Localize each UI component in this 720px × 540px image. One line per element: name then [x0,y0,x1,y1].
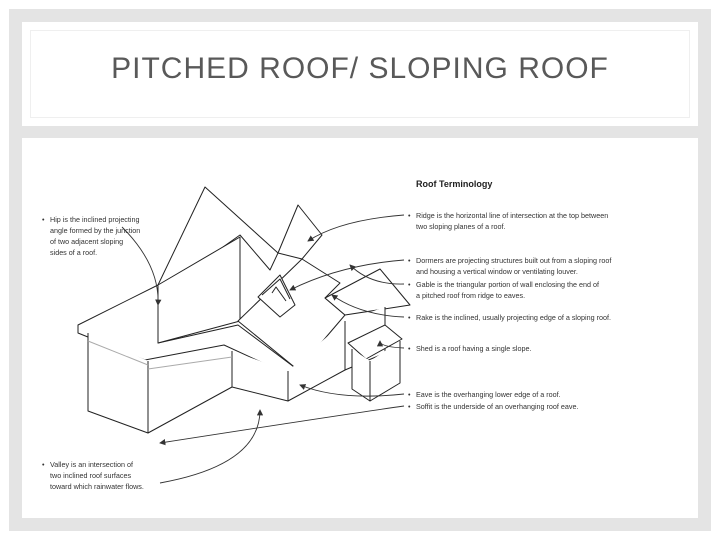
svg-text:•: • [408,313,411,322]
valley-note-line: two inclined roof surfaces [50,471,132,480]
figure-heading: Roof Terminology [416,179,492,189]
svg-text:•: • [408,344,411,353]
svg-text:•: • [42,215,45,224]
slide-title: PITCHED ROOF/ SLOPING ROOF [111,52,609,85]
valley-note-line: Valley is an intersection of [50,460,133,469]
dormer-note-line: Dormers are projecting structures built … [416,256,611,265]
gable-note-line: a pitched roof from ridge to eaves. [416,291,525,300]
right-notes: • Ridge is the horizontal line of inters… [408,211,611,411]
eave-note-line: Eave is the overhanging lower edge of a … [416,390,561,399]
valley-note-line: toward which rainwater flows. [50,482,144,491]
valley-note: • Valley is an intersection of two incli… [42,460,144,491]
svg-text:•: • [408,256,411,265]
hip-note-line: angle formed by the junction [50,226,140,235]
svg-text:•: • [408,390,411,399]
roof-terminology-figure: Roof Terminology • Hip is the inclined p… [40,165,667,512]
ridge-note-line: Ridge is the horizontal line of intersec… [416,211,608,220]
svg-text:•: • [408,211,411,220]
hip-note-line: of two adjacent sloping [50,237,123,246]
house-illustration [77,186,411,434]
hip-note-line: sides of a roof. [50,248,97,257]
hip-note-line: Hip is the inclined projecting [50,215,140,224]
dormer-note-line: and housing a vertical window or ventila… [416,267,578,276]
hip-note: • Hip is the inclined projecting angle f… [42,215,140,257]
title-box [22,22,698,126]
leader-arrows [121,214,405,484]
soffit-note-line: Soffit is the underside of an overhangin… [416,402,579,411]
rake-note-line: Rake is the inclined, usually projecting… [416,313,611,322]
shed-note-line: Shed is a roof having a single slope. [416,344,531,353]
ridge-note-line: two sloping planes of a roof. [416,222,506,231]
roof-diagram: Roof Terminology • Hip is the inclined p… [42,179,611,491]
gable-note-line: Gable is the triangular portion of wall … [416,280,599,289]
svg-text:•: • [408,280,411,289]
svg-text:•: • [408,402,411,411]
title-inner-border [30,30,690,118]
svg-text:•: • [42,460,45,469]
